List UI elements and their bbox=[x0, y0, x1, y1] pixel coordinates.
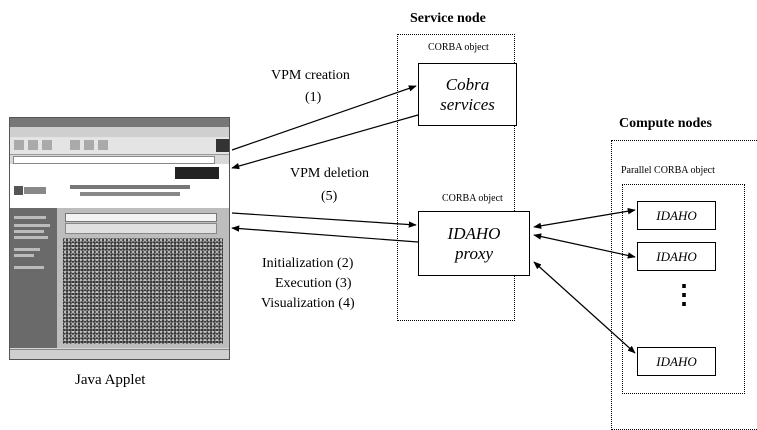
arrow-vpm-creation bbox=[231, 85, 417, 151]
vpm-creation-label: VPM creation bbox=[271, 68, 350, 83]
visualization-label: Visualization (4) bbox=[261, 296, 355, 311]
idaho-node-3-label: IDAHO bbox=[656, 353, 697, 369]
initialization-label: Initialization (2) bbox=[262, 256, 354, 271]
applet-toolbar bbox=[10, 137, 229, 155]
vpm-creation-step: (1) bbox=[305, 90, 322, 105]
cobra-services-label-line1: Cobra bbox=[445, 74, 490, 94]
idaho-node-1-label: IDAHO bbox=[656, 207, 697, 223]
applet-status-bar bbox=[10, 349, 229, 359]
applet-address-bar bbox=[13, 156, 215, 164]
idaho-node-3[interactable]: IDAHO bbox=[637, 347, 716, 376]
idaho-node-2-label: IDAHO bbox=[656, 248, 697, 264]
idaho-proxy-caption: CORBA object bbox=[442, 193, 503, 204]
service-node-title: Service node bbox=[410, 11, 486, 26]
arrow-proxy-node-1 bbox=[533, 208, 636, 229]
compute-ellipsis: ⋮ bbox=[671, 280, 697, 309]
java-applet-caption: Java Applet bbox=[75, 372, 146, 388]
arrows-layer bbox=[231, 85, 636, 354]
applet-visualization bbox=[63, 238, 223, 344]
arrow-applet-to-proxy bbox=[231, 212, 417, 228]
idaho-node-1[interactable]: IDAHO bbox=[637, 201, 716, 230]
idaho-proxy-box[interactable]: IDAHO proxy bbox=[418, 211, 530, 276]
execution-label: Execution (3) bbox=[275, 276, 352, 291]
applet-sidebar bbox=[10, 208, 57, 348]
idaho-proxy-label-line2: proxy bbox=[454, 243, 494, 263]
idaho-proxy-label-line1: IDAHO bbox=[447, 223, 501, 243]
cobra-caption: CORBA object bbox=[428, 42, 489, 53]
applet-banner bbox=[10, 164, 229, 209]
arrow-proxy-node-3 bbox=[533, 261, 636, 354]
parallel-object-caption: Parallel CORBA object bbox=[621, 165, 715, 176]
arrow-proxy-node-2 bbox=[533, 233, 636, 259]
arrow-proxy-to-applet bbox=[231, 225, 419, 243]
applet-title-bar bbox=[10, 118, 229, 127]
cobra-services-box[interactable]: Cobra services bbox=[418, 63, 517, 126]
arrow-vpm-deletion bbox=[231, 114, 419, 170]
vpm-deletion-step: (5) bbox=[321, 189, 338, 204]
idaho-node-2[interactable]: IDAHO bbox=[637, 242, 716, 271]
java-applet-screenshot bbox=[9, 117, 230, 360]
cobra-services-label-line2: services bbox=[440, 94, 495, 114]
vpm-deletion-label: VPM deletion bbox=[290, 166, 369, 181]
compute-nodes-title: Compute nodes bbox=[619, 116, 712, 131]
service-node-container bbox=[397, 34, 515, 321]
